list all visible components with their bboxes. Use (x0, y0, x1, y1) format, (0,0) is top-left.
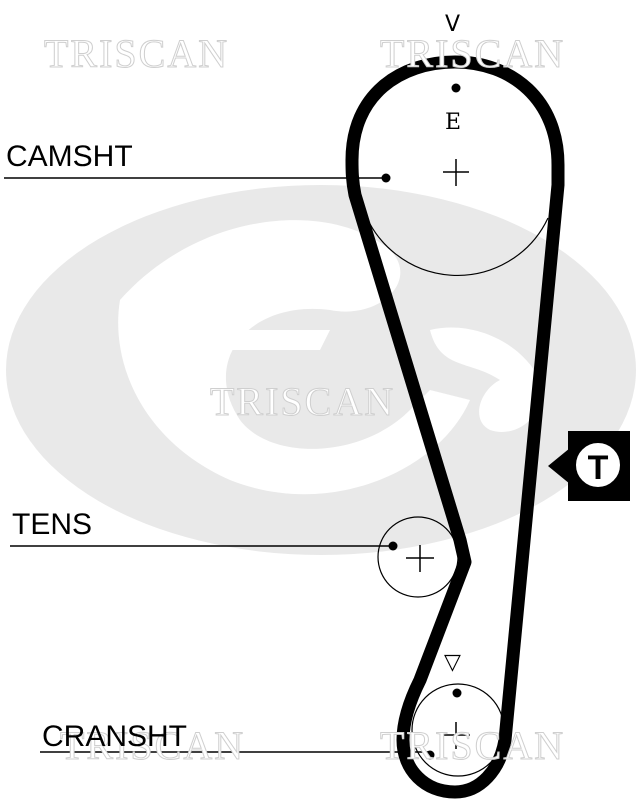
crankshaft-label: CRANSHT (42, 720, 188, 753)
crankshaft-center-mark (443, 722, 470, 749)
tension-side-badge: T (568, 431, 630, 501)
camshaft-leader-dot (381, 173, 391, 183)
watermark-top-right: TRISCAN (379, 31, 566, 77)
watermark-top-left: TRISCAN (43, 31, 230, 77)
crankshaft-leader-dot (425, 750, 435, 760)
camshaft-timing-dot (451, 83, 461, 93)
cam-letter-e: E (445, 110, 462, 135)
camshaft-label: CAMSHT (6, 140, 133, 173)
crank-timing-triangle: ▽ (444, 650, 461, 675)
cam-timing-mark-v: V (445, 12, 461, 37)
timing-belt (345, 55, 565, 799)
tension-side-circle-icon: T (576, 443, 620, 487)
watermark-bottom-right: TRISCAN (379, 723, 566, 769)
tension-side-letter: T (587, 449, 609, 487)
watermark-bottom-left: TRISCAN (59, 723, 246, 769)
camshaft-sprocket-outline (361, 204, 549, 276)
tensioner-label: TENS (12, 508, 93, 541)
tension-side-arrow-icon (548, 448, 570, 484)
camshaft-center-mark (443, 159, 469, 186)
crankshaft-timing-dot (452, 688, 462, 698)
tensioner-center-mark (406, 545, 434, 572)
watermark-center: TRISCAN (209, 379, 396, 425)
tensioner-leader-dot (388, 541, 398, 551)
